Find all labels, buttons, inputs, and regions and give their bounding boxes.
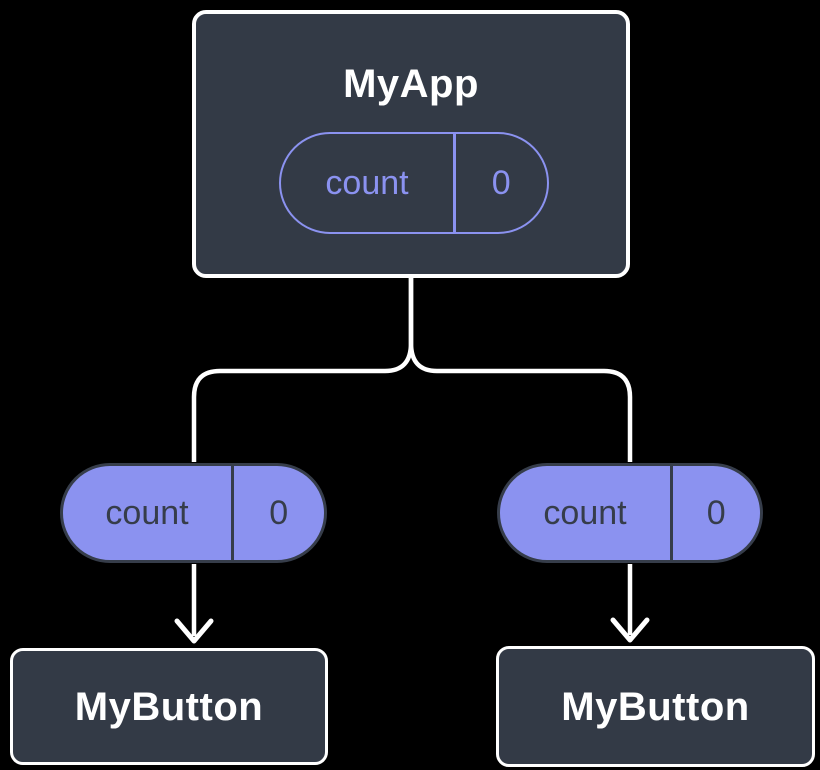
node-mybutton-right-title: MyButton	[561, 684, 750, 729]
node-mybutton-right: MyButton	[496, 646, 815, 767]
node-myapp: MyApp count 0	[192, 10, 630, 278]
prop-pill-right-value: 0	[706, 494, 726, 532]
prop-pill-right-divider	[670, 466, 673, 560]
state-pill-value: 0	[491, 164, 511, 202]
node-mybutton-left-title: MyButton	[74, 684, 264, 729]
state-pill-divider	[453, 134, 456, 232]
prop-pill-left-divider	[231, 466, 234, 560]
arrow-left-head	[174, 618, 214, 644]
prop-pill-left-label: count	[105, 494, 189, 532]
fork-branch-left	[191, 276, 414, 462]
fork-branch-right	[408, 276, 633, 462]
prop-pill-right: count 0	[497, 463, 763, 563]
arrow-right-head	[610, 617, 650, 643]
prop-pill-left: count 0	[60, 463, 327, 563]
state-pill-label: count	[325, 164, 409, 202]
node-myapp-title: MyApp	[343, 62, 479, 106]
node-mybutton-left: MyButton	[10, 648, 328, 765]
prop-pill-right-label: count	[543, 494, 627, 532]
state-pill: count 0	[279, 132, 549, 234]
prop-pill-left-value: 0	[269, 494, 289, 532]
